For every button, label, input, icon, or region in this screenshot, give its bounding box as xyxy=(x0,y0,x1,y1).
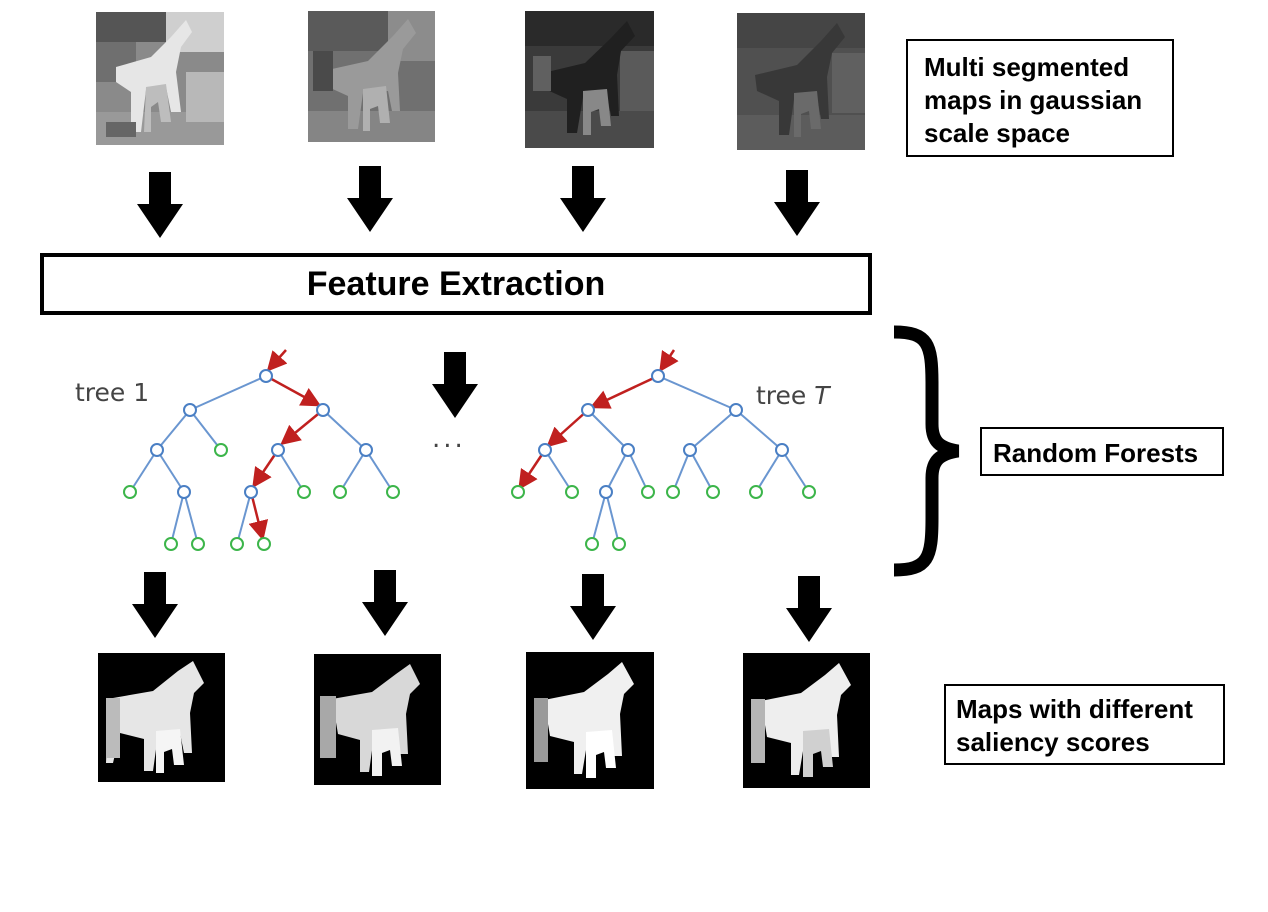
tree-1-internal-nodes xyxy=(150,369,373,499)
tree-1-label: tree 1 xyxy=(75,378,149,407)
multi-segmented-maps-label: Multi segmented maps in gaussian scale s… xyxy=(906,39,1174,157)
ellipsis: ... xyxy=(432,424,466,454)
saliency-map-4 xyxy=(743,653,870,788)
saliency-map-1 xyxy=(98,653,225,782)
tree-t-leaf-nodes xyxy=(511,485,816,551)
tree-1-leaf-nodes xyxy=(123,443,400,551)
down-arrow-icon xyxy=(132,572,178,638)
segmented-map-1 xyxy=(96,12,224,145)
tree-t-label-index: T xyxy=(814,381,830,410)
down-arrow-icon xyxy=(347,166,393,232)
tree-1-label-index: 1 xyxy=(133,378,150,407)
saliency-map-3 xyxy=(526,652,654,789)
down-arrow-icon xyxy=(560,166,606,232)
tree-t-path xyxy=(518,349,679,491)
saliency-maps-line-1: Maps with different xyxy=(956,694,1193,724)
multi-segmented-line-2: maps in gaussian xyxy=(924,85,1143,115)
feature-extraction-label: Feature Extraction xyxy=(306,265,606,303)
random-forest-trees xyxy=(123,349,816,551)
down-arrow-icon xyxy=(432,352,478,418)
tree-t-internal-nodes xyxy=(538,369,789,499)
down-arrow-icon xyxy=(774,170,820,236)
down-arrow-icon xyxy=(570,574,616,640)
down-arrow-icon xyxy=(137,172,183,238)
tree-t-label-prefix: tree xyxy=(756,381,815,410)
multi-segmented-line-3: scale space xyxy=(924,118,1071,148)
multi-segmented-line-1: Multi segmented xyxy=(924,52,1130,82)
tree-1-label-prefix: tree xyxy=(75,378,134,407)
tree-t-label: tree T xyxy=(756,381,830,410)
saliency-maps-line-2: saliency scores xyxy=(956,727,1150,757)
segmented-map-4 xyxy=(737,13,865,150)
feature-extraction-box: Feature Extraction xyxy=(40,253,872,315)
segmented-map-3 xyxy=(525,11,654,148)
tree-1 xyxy=(129,375,394,545)
saliency-map-2 xyxy=(314,654,441,785)
segmented-map-2 xyxy=(308,11,435,142)
random-forests-label: Random Forests xyxy=(980,427,1224,476)
tree-t xyxy=(544,375,810,545)
saliency-maps-label: Maps with different saliency scores xyxy=(944,684,1225,765)
down-arrow-icon xyxy=(786,576,832,642)
random-forests-text: Random Forests xyxy=(993,438,1199,468)
down-arrow-icon xyxy=(362,570,408,636)
right-curly-brace-icon xyxy=(893,325,960,577)
